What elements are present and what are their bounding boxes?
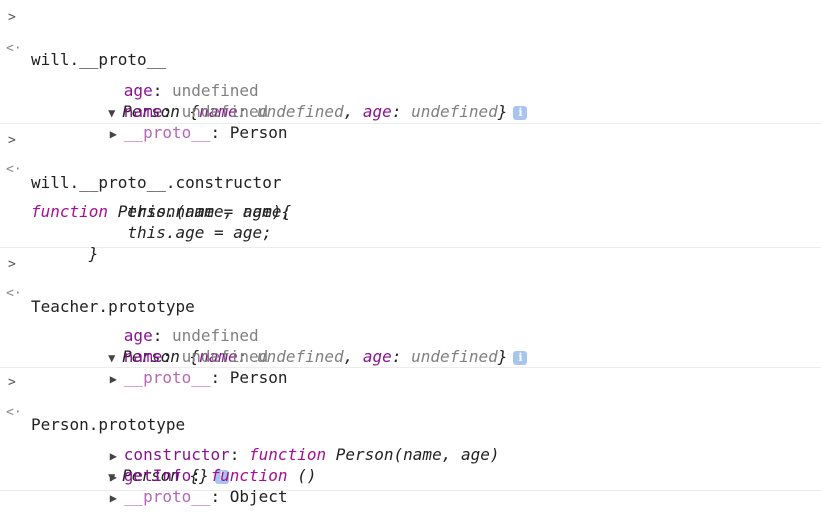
preview-key: age [362, 347, 392, 366]
console-command[interactable]: will.__proto__ [31, 50, 166, 69]
console-command[interactable]: will.__proto__.constructor [31, 173, 282, 192]
function-line: this.name = name; [88, 202, 292, 221]
triangle-down-icon[interactable]: ▼ [108, 106, 116, 120]
proto-value: Person [229, 123, 288, 142]
triangle-right-icon[interactable]: ▶ [109, 470, 118, 484]
property-value: undefined [181, 102, 269, 121]
preview-value: undefined [256, 347, 344, 366]
preview-key: name [199, 102, 238, 121]
preview-value: undefined [411, 347, 498, 366]
keyword: function [249, 445, 336, 464]
chevron-right-icon: > [8, 375, 16, 390]
return-arrow-icon: <· [6, 162, 22, 177]
preview-key: age [362, 102, 392, 121]
console-result-header[interactable]: <· ▼Person {name: undefined, age: undefi… [0, 38, 821, 121]
return-arrow-icon: <· [6, 405, 22, 420]
preview-key: name [199, 347, 238, 366]
console-command[interactable]: Person.prototype [31, 415, 186, 434]
console-entry: > will.__proto__.constructor <· function… [0, 124, 821, 263]
console-result-header[interactable]: <· ▼Person {name: undefined, age: undefi… [0, 283, 821, 366]
property-value: undefined [171, 81, 259, 100]
console-input-line[interactable]: > will.__proto__.constructor [0, 130, 821, 192]
property-row: age: undefined [123, 326, 259, 345]
console-command[interactable]: Teacher.prototype [31, 297, 195, 316]
property-row[interactable]: ▶getInfo: function () [52, 444, 317, 485]
console-panel: > will.__proto__ <· ▼Person {name: undef… [0, 0, 821, 506]
console-entry: > Person.prototype <· ▼Person {}i ▶const… [0, 368, 821, 506]
console-input-line[interactable]: > Person.prototype [0, 372, 821, 434]
property-key: getInfo [123, 466, 192, 485]
info-icon[interactable]: i [513, 351, 528, 365]
proto-value: Person [229, 368, 288, 387]
property-value: Person(name, age) [335, 445, 500, 464]
object-name: Person [122, 102, 180, 121]
chevron-right-icon: > [8, 10, 16, 25]
chevron-right-icon: > [8, 257, 16, 272]
keyword: function [210, 466, 298, 485]
property-value: undefined [171, 326, 259, 345]
preview-value: undefined [411, 102, 498, 121]
property-key: constructor [123, 445, 230, 464]
property-row[interactable]: ▶constructor: function Person(name, age) [52, 423, 500, 464]
triangle-right-icon[interactable]: ▶ [109, 449, 118, 463]
proto-row[interactable]: ▶__proto__: Person [52, 101, 288, 142]
proto-key: __proto__ [123, 368, 211, 387]
object-name: Person [122, 466, 180, 485]
chevron-right-icon: > [8, 133, 16, 148]
console-result-header[interactable]: <· ▼Person {}i [0, 402, 821, 485]
property-key: age [123, 81, 153, 100]
property-key: name [123, 102, 163, 121]
triangle-down-icon[interactable]: ▼ [108, 470, 116, 484]
console-entry: > Teacher.prototype <· ▼Person {name: un… [0, 248, 821, 387]
property-row: name: undefined [123, 102, 269, 121]
triangle-right-icon[interactable]: ▶ [109, 127, 118, 141]
triangle-down-icon[interactable]: ▼ [108, 351, 116, 365]
triangle-right-icon[interactable]: ▶ [109, 372, 118, 386]
proto-key: __proto__ [123, 123, 211, 142]
return-arrow-icon: <· [6, 286, 22, 301]
property-key: age [123, 326, 153, 345]
function-line: } [88, 244, 99, 263]
property-row: age: undefined [123, 81, 259, 100]
info-icon[interactable]: i [513, 106, 528, 120]
proto-row[interactable]: ▶__proto__: Object [52, 465, 288, 506]
property-key: name [123, 347, 163, 366]
proto-row[interactable]: ▶__proto__: Person [52, 346, 288, 387]
return-arrow-icon: <· [6, 41, 22, 56]
preview-value: undefined [256, 102, 344, 121]
property-value: () [297, 466, 317, 485]
object-name: Person [122, 347, 180, 366]
console-input-line[interactable]: > Teacher.prototype [0, 254, 821, 316]
info-icon[interactable]: i [214, 470, 229, 484]
console-entry: > will.__proto__ <· ▼Person {name: undef… [0, 0, 821, 142]
function-line: <· function Person(name, age){ [0, 159, 821, 221]
property-value: undefined [181, 347, 269, 366]
property-row: name: undefined [123, 347, 269, 366]
triangle-right-icon[interactable]: ▶ [109, 491, 118, 505]
console-input-line[interactable]: > will.__proto__ [0, 7, 821, 69]
keyword: function [31, 202, 118, 221]
function-line: this.age = age; [88, 223, 272, 242]
